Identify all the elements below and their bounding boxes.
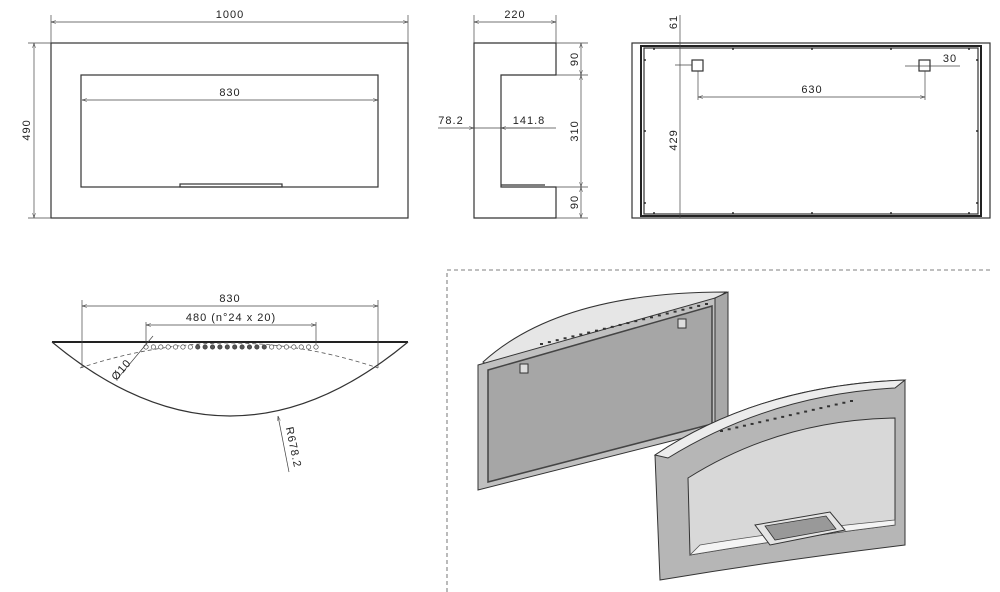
hole	[291, 344, 297, 350]
dim-top-offset: 61	[668, 15, 680, 29]
vent-slot	[673, 310, 677, 313]
front-view: 1000 490 830	[21, 9, 409, 219]
vent-slot	[827, 405, 831, 408]
vent-slot	[735, 426, 739, 429]
hole	[158, 344, 164, 350]
hole-row	[143, 344, 319, 350]
dim-width: 1000	[216, 9, 244, 21]
dim-opening: 310	[569, 120, 581, 141]
back-view: 630 30 61 429	[631, 15, 991, 219]
vent-slot	[610, 325, 614, 328]
vent-slot	[618, 323, 622, 326]
top-view: 830 480 (n°24 x 20) Ø10 R678.2	[51, 293, 409, 473]
vent-slot	[796, 412, 800, 415]
hole	[261, 344, 267, 350]
dim-depth: 220	[504, 9, 525, 21]
hole	[143, 344, 149, 350]
dim-height-to-hole: 429	[668, 129, 680, 150]
dim-hole-diameter: Ø10	[109, 357, 133, 383]
dim-hole-spacing: 630	[801, 84, 822, 96]
hole	[187, 344, 193, 350]
hole	[246, 344, 252, 350]
dim-top: 90	[569, 52, 581, 66]
hole	[180, 344, 186, 350]
isometric-back-panel	[477, 291, 729, 491]
vent-slot	[642, 318, 646, 321]
vent-slot	[626, 322, 630, 325]
vent-slot	[834, 403, 838, 406]
dim-radius: R678.2	[283, 426, 303, 469]
hole	[210, 344, 216, 350]
hole	[306, 344, 312, 350]
vent-slot	[547, 341, 551, 344]
vent-slot	[742, 424, 746, 427]
vent-slot	[727, 428, 731, 431]
vent-slot	[697, 304, 701, 307]
hole	[232, 344, 238, 350]
vent-slot	[571, 335, 575, 338]
vent-slot	[602, 327, 606, 330]
side-view: 220 90 310 90 78.2 141.8	[438, 9, 588, 219]
hole	[224, 344, 230, 350]
vent-slot	[681, 308, 685, 311]
vent-slot	[781, 415, 785, 418]
isometric-front-unit	[653, 379, 907, 581]
isometric-frame	[446, 269, 990, 592]
dim-bottom: 90	[569, 195, 581, 209]
vent-slot	[804, 410, 808, 413]
vent-slot	[758, 421, 762, 424]
hole	[313, 344, 319, 350]
hole	[239, 344, 245, 350]
hole	[150, 344, 156, 350]
hole	[269, 344, 275, 350]
vent-slot	[587, 331, 591, 334]
vent-slot	[634, 320, 638, 323]
vent-slot	[811, 408, 815, 411]
vent-slot	[788, 414, 792, 417]
hole	[195, 344, 201, 350]
vent-slot	[555, 339, 559, 342]
hole	[298, 344, 304, 350]
hole	[202, 344, 208, 350]
vent-slot	[850, 400, 853, 402]
dim-front-depth: 78.2	[438, 115, 463, 127]
dim-inner-depth: 141.8	[513, 115, 546, 127]
vent-slot	[595, 329, 598, 332]
vent-slot	[773, 417, 777, 420]
vent-slot	[765, 419, 769, 422]
vent-slot	[819, 407, 823, 410]
hole	[276, 344, 282, 350]
hole	[173, 344, 179, 350]
vent-slot	[665, 312, 669, 315]
dim-opening: 830	[219, 87, 240, 99]
vent-slot	[650, 316, 653, 319]
dim-hole-size: 30	[943, 53, 957, 65]
hole	[217, 344, 223, 350]
vent-slot	[705, 303, 708, 305]
dim-height: 490	[21, 119, 33, 140]
hole	[283, 344, 289, 350]
vent-slot	[720, 430, 723, 432]
vent-slot	[842, 401, 846, 404]
vent-slot	[750, 422, 754, 425]
hole	[165, 344, 171, 350]
vent-slot	[540, 343, 543, 345]
vent-slot	[689, 306, 693, 309]
hole	[254, 344, 260, 350]
vent-slot	[579, 333, 583, 336]
vent-slot	[657, 314, 661, 317]
dim-width: 830	[219, 293, 240, 305]
dim-holes: 480 (n°24 x 20)	[186, 312, 276, 324]
vent-slot	[563, 337, 567, 340]
